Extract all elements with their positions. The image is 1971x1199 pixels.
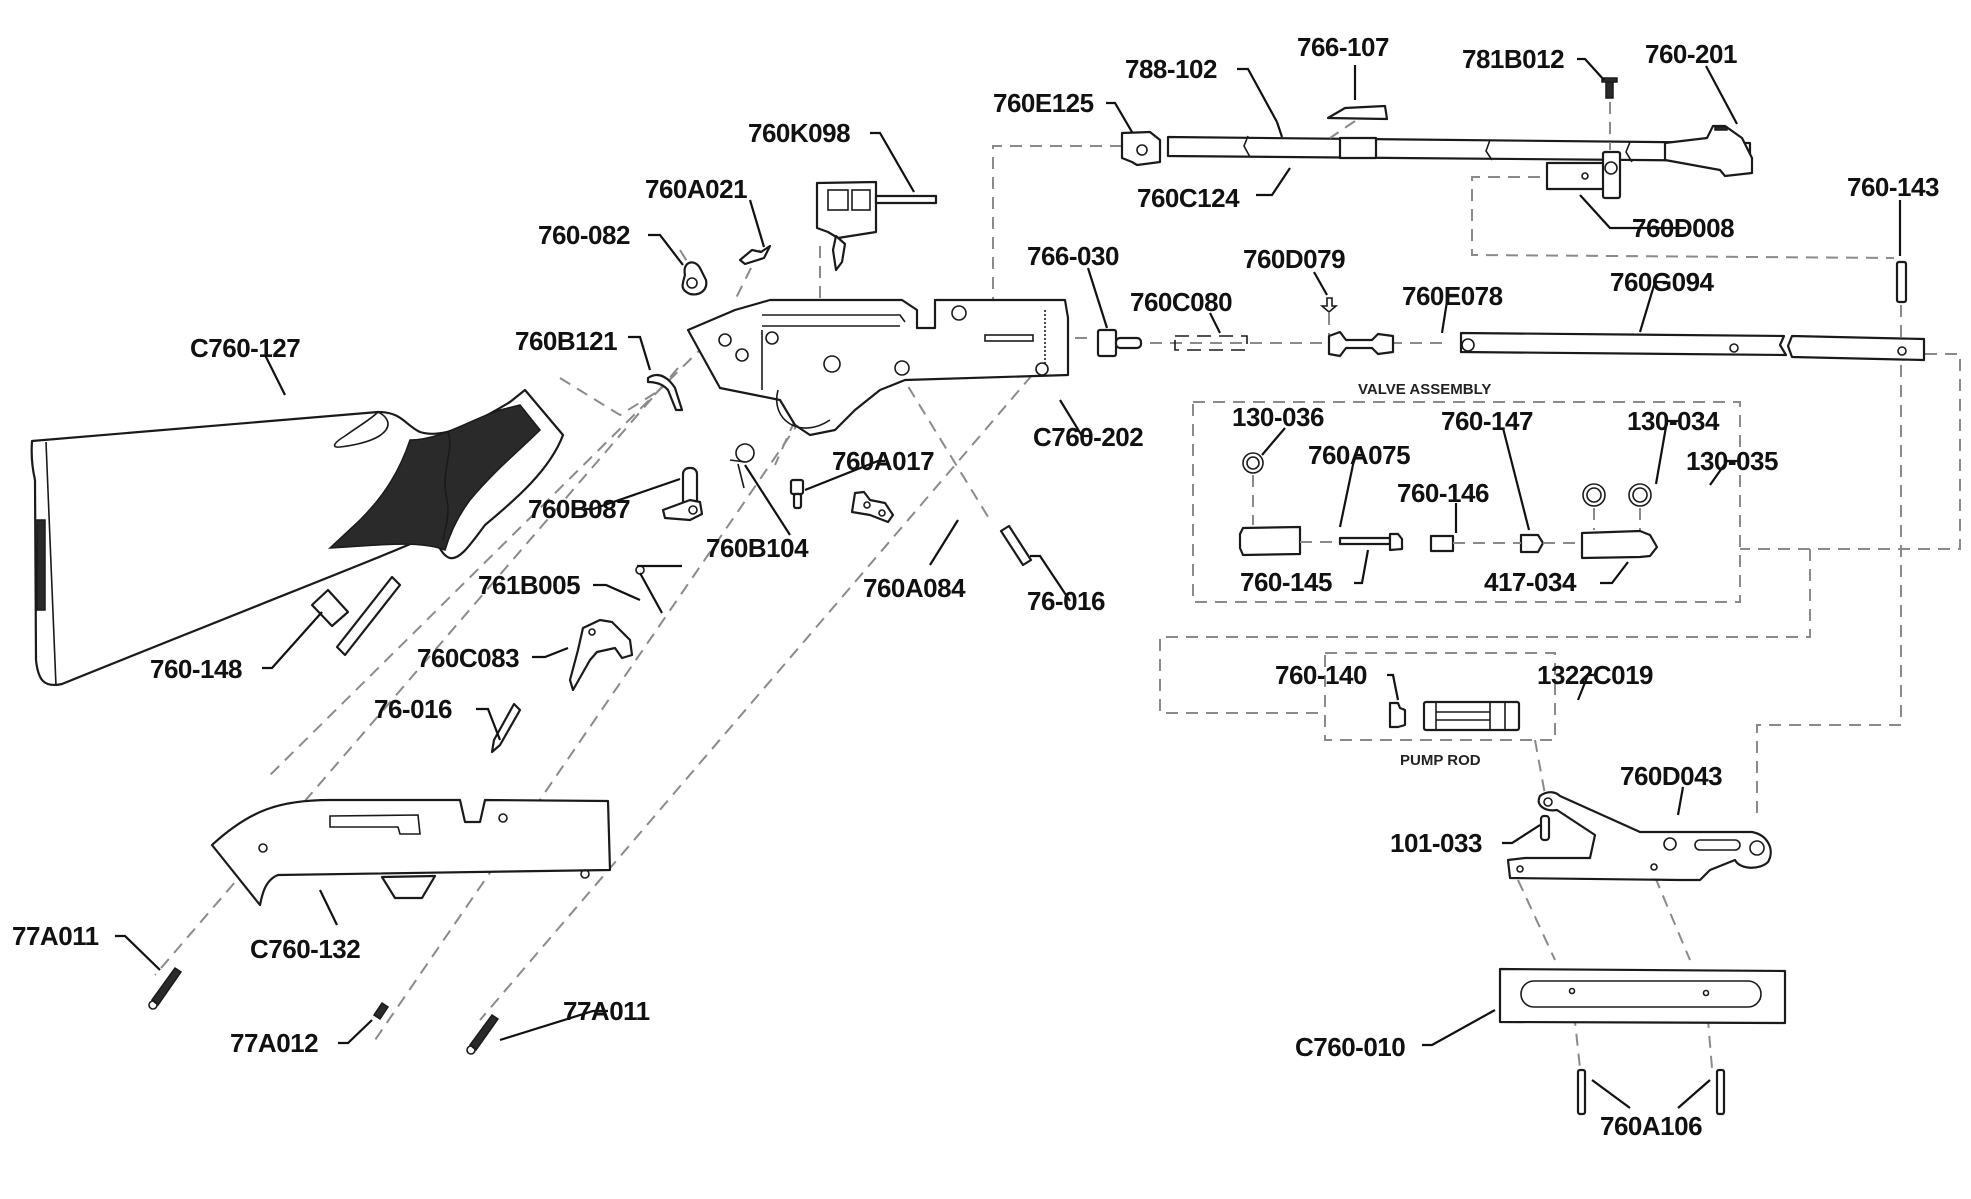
label-760b121: 760B121 [515,326,617,356]
label-760b104: 760B104 [706,533,809,563]
label-760k098: 760K098 [748,118,850,148]
forearm-c760-010 [1498,967,1787,1025]
receiver-half-c760-132 [210,798,612,907]
label-c760-127: C760-127 [190,333,300,363]
pin-760b121 [646,373,684,412]
label-760d043: 760D043 [1620,761,1722,791]
label-76-016-a: 76-016 [1027,586,1105,616]
rear-sight-760e125 [1120,130,1162,167]
screw-77a011-a [148,966,183,1010]
label-760d079: 760D079 [1243,244,1345,274]
label-760e078: 760E078 [1402,281,1503,311]
pin-76-016-a [999,524,1033,567]
label-760-146: 760-146 [1397,478,1489,508]
sight-766-107 [1326,104,1389,139]
label-761b005: 761B005 [478,570,580,600]
trigger-760c083 [568,618,634,692]
label-760-145: 760-145 [1240,567,1332,597]
pump-rod-1322c019 [1422,700,1521,732]
receiver-c760-202 [686,298,1070,437]
pin-760d079 [1319,297,1339,335]
label-101-033: 101-033 [1390,828,1482,858]
oring-130-035 [1628,483,1652,530]
label-760-140: 760-140 [1275,660,1367,690]
label-760c080: 760C080 [1130,287,1232,317]
label-766-107: 766-107 [1297,32,1389,62]
band-760d008 [1545,150,1622,200]
stock-bolt-760-148 [310,575,402,657]
pin-101-033 [1539,814,1551,842]
label-417-034: 417-034 [1484,567,1577,597]
label-760a017: 760A017 [832,446,934,476]
label-781b012: 781B012 [1462,44,1564,74]
valve-body-760a075 [1238,525,1340,557]
seal-760-147 [1519,533,1545,554]
part-760a021 [738,244,772,266]
screw-760a017 [789,478,805,510]
oring-130-036 [1242,452,1264,525]
label-760-143: 760-143 [1847,172,1939,202]
label-130-035: 130-035 [1686,446,1778,476]
cup-760-140 [1388,701,1407,729]
spacer-760-146 [1429,534,1455,553]
valve-assembly-title: VALVE ASSEMBLY [1358,381,1491,398]
tube-760c080 [1174,335,1248,351]
label-760-082: 760-082 [538,220,630,250]
label-760e125: 760E125 [993,88,1094,118]
label-c760-010: C760-010 [1295,1032,1405,1062]
label-760a084: 760A084 [863,573,966,603]
plug-766-030 [1096,328,1143,358]
front-sight-760-201 [1663,124,1754,178]
lever-760a084 [850,490,895,524]
label-c760-132: C760-132 [250,934,360,964]
label-77a011-b: 77A011 [563,996,650,1026]
label-130-036: 130-036 [1232,402,1324,432]
label-760-147: 760-147 [1441,406,1533,436]
label-760d008: 760D008 [1632,213,1734,243]
label-788-102: 788-102 [1125,54,1217,84]
pump-rod-title: PUMP ROD [1400,752,1481,769]
screw-77a012 [372,1001,390,1021]
screw-77a011-b [466,1013,500,1055]
label-766-030: 766-030 [1027,241,1119,271]
oring-130-034 [1582,483,1606,530]
pump-lever-760d043 [1506,791,1772,882]
part-labels: C760-127 760-148 760B121 760-082 760A021… [12,32,1939,1141]
label-77a011-a: 77A011 [12,921,99,951]
label-130-034: 130-034 [1627,406,1720,436]
label-c760-202: C760-202 [1033,422,1143,452]
label-76-016-b: 76-016 [374,694,452,724]
label-760a075: 760A075 [1308,440,1410,470]
label-760a106: 760A106 [1600,1111,1702,1141]
label-760c124: 760C124 [1137,183,1240,213]
screw-781b012 [1601,77,1618,150]
label-760a021: 760A021 [645,174,747,204]
stock-c760-127 [30,388,565,687]
label-760-201: 760-201 [1645,39,1737,69]
knob-760-082 [681,261,708,296]
stem-760-145 [1338,532,1404,552]
bolt-760k098 [815,180,938,272]
safety-760b087 [661,466,704,522]
pump-tube-760g094 [1459,331,1926,362]
label-1322c019: 1322C019 [1537,660,1653,690]
piston-417-034 [1453,529,1659,560]
valve-760e078 [1327,330,1395,358]
pin-788-102 [1275,121,1284,138]
barrel-760c124 [1166,135,1752,163]
spring-761b005 [635,564,682,614]
label-760g094: 760G094 [1610,267,1715,297]
label-77a012: 77A012 [230,1028,318,1058]
pins-760a106 [1576,1068,1726,1116]
label-760-148: 760-148 [150,654,242,684]
label-760c083: 760C083 [417,643,519,673]
label-760b087: 760B087 [528,494,630,524]
pin-760-143 [1895,260,1908,304]
leader-lines [115,57,1902,1109]
pin-760b104 [729,443,755,489]
